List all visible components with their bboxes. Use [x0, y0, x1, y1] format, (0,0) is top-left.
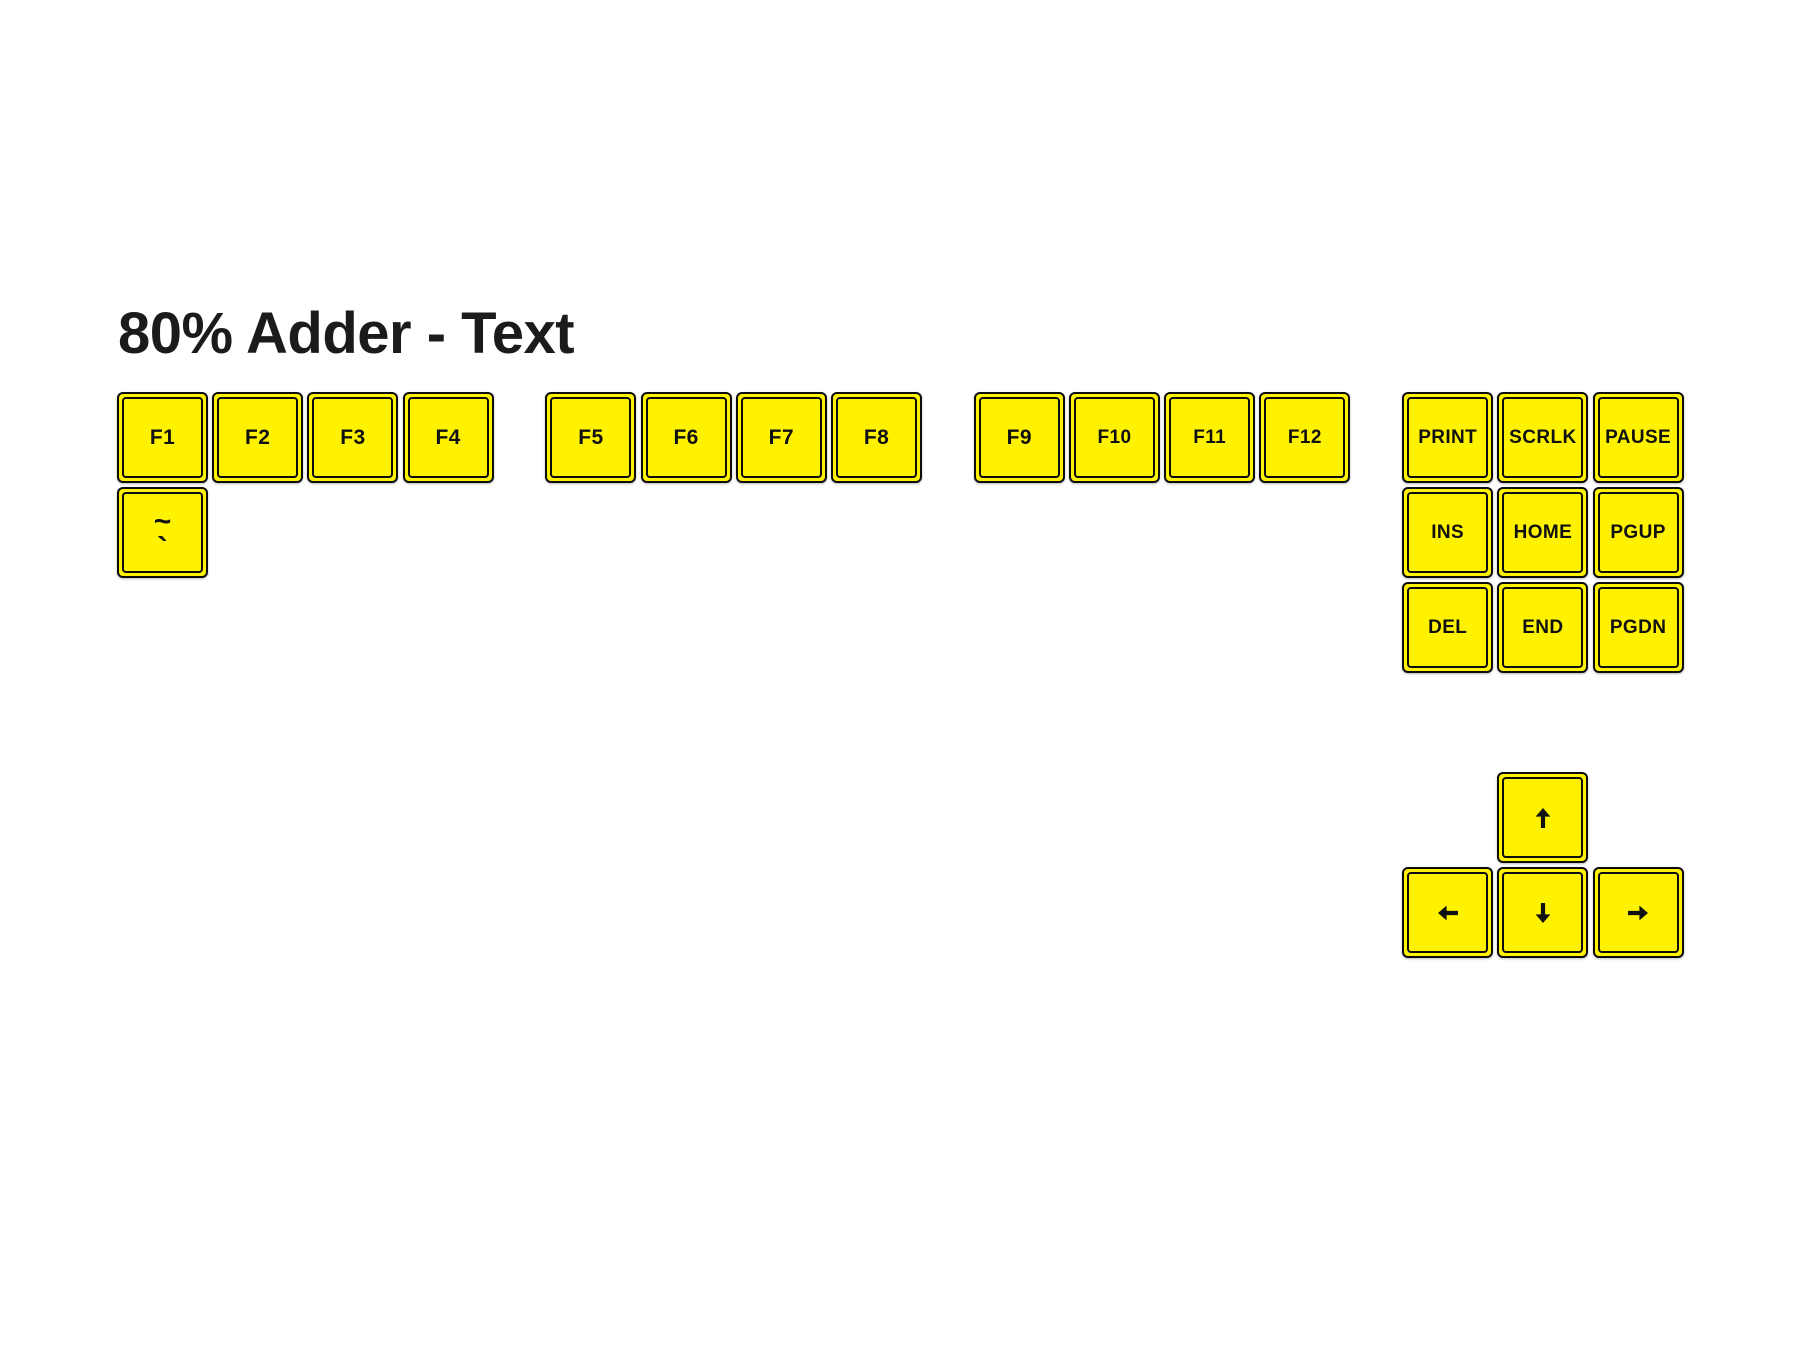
key-legend: F10 — [1097, 426, 1132, 448]
keycap-top: PGUP — [1597, 492, 1679, 573]
keycap-top: F2 — [217, 397, 299, 478]
key-legend: F3 — [340, 425, 366, 449]
keycap-top: F6 — [645, 397, 727, 478]
key-end: END — [1497, 582, 1589, 673]
key-legend: PAUSE — [1605, 426, 1672, 448]
key-arrow-down — [1497, 867, 1589, 958]
key-legend: SCRLK — [1509, 426, 1577, 448]
key-legend: F2 — [245, 425, 271, 449]
keycap-top: F11 — [1169, 397, 1251, 478]
key-legend: F11 — [1193, 426, 1227, 448]
key-f1: F1 — [117, 392, 208, 483]
key-f3: F3 — [307, 392, 399, 483]
key-f2: F2 — [212, 392, 304, 483]
key-legend: F6 — [673, 425, 699, 449]
key-f5: F5 — [545, 392, 637, 483]
key-f10: F10 — [1069, 392, 1160, 483]
key-f11: F11 — [1164, 392, 1256, 483]
key-legend: PRINT — [1418, 426, 1478, 448]
key-legend: F4 — [435, 425, 461, 449]
key-ins: INS — [1402, 487, 1494, 578]
key-legend-main: ~ — [153, 504, 172, 538]
key-arrow-left — [1402, 867, 1494, 958]
key-f6: F6 — [640, 392, 732, 483]
keycap-top: F4 — [407, 397, 489, 478]
key-f4: F4 — [402, 392, 494, 483]
arrow-right-icon — [1626, 901, 1650, 925]
keycap-top: F7 — [740, 397, 822, 478]
key-pause: PAUSE — [1592, 392, 1684, 483]
key-f8: F8 — [831, 392, 922, 483]
keycap-top: F9 — [978, 397, 1060, 478]
keycap-top: F12 — [1264, 397, 1346, 478]
keycap-top: F3 — [312, 397, 394, 478]
keycap-top: F5 — [550, 397, 632, 478]
keycap-top: SCRLK — [1502, 397, 1584, 478]
key-legend: F7 — [768, 425, 794, 449]
arrow-up-icon — [1531, 806, 1555, 830]
key-pgup: PGUP — [1592, 487, 1684, 578]
key-legend: DEL — [1428, 616, 1468, 638]
keycap-top: F1 — [122, 397, 203, 478]
page-title: 80% Adder - Text — [118, 301, 575, 366]
key-legend: HOME — [1513, 521, 1573, 543]
key-print: PRINT — [1402, 392, 1494, 483]
arrow-left-icon — [1436, 901, 1460, 925]
key-legend-sub: ` — [157, 530, 168, 567]
keycap-top — [1407, 872, 1489, 953]
keycap-top — [1502, 872, 1584, 953]
keycap-top: END — [1502, 587, 1584, 668]
keycap-top: INS — [1407, 492, 1489, 573]
key-legend: F12 — [1287, 426, 1322, 448]
key-legend: F9 — [1006, 425, 1032, 449]
key-legend: F5 — [578, 425, 604, 449]
key-arrow-up — [1497, 772, 1589, 863]
key-legend: END — [1522, 616, 1564, 638]
key-legend: PGDN — [1609, 616, 1667, 638]
key-tilde: ~` — [117, 487, 208, 578]
keycap-top: PAUSE — [1597, 397, 1679, 478]
keycap-top: F8 — [836, 397, 917, 478]
key-arrow-right — [1592, 867, 1684, 958]
key-scrlk: SCRLK — [1497, 392, 1589, 483]
keycap-top: F10 — [1074, 397, 1155, 478]
key-legend: PGUP — [1610, 521, 1666, 543]
keycap-top: ~` — [122, 492, 203, 573]
key-del: DEL — [1402, 582, 1494, 673]
keycap-top — [1597, 872, 1679, 953]
keycap-top — [1502, 777, 1584, 858]
keycap-top: HOME — [1502, 492, 1584, 573]
keycap-top: PGDN — [1597, 587, 1679, 668]
arrow-down-icon — [1531, 901, 1555, 925]
key-legend: F1 — [149, 425, 176, 449]
key-f9: F9 — [973, 392, 1065, 483]
keycap-top: DEL — [1407, 587, 1489, 668]
key-home: HOME — [1497, 487, 1589, 578]
key-legend: INS — [1431, 521, 1465, 543]
key-pgdn: PGDN — [1592, 582, 1684, 673]
key-f7: F7 — [735, 392, 827, 483]
key-legend: F8 — [863, 425, 890, 449]
key-f12: F12 — [1259, 392, 1351, 483]
keycap-top: PRINT — [1407, 397, 1489, 478]
